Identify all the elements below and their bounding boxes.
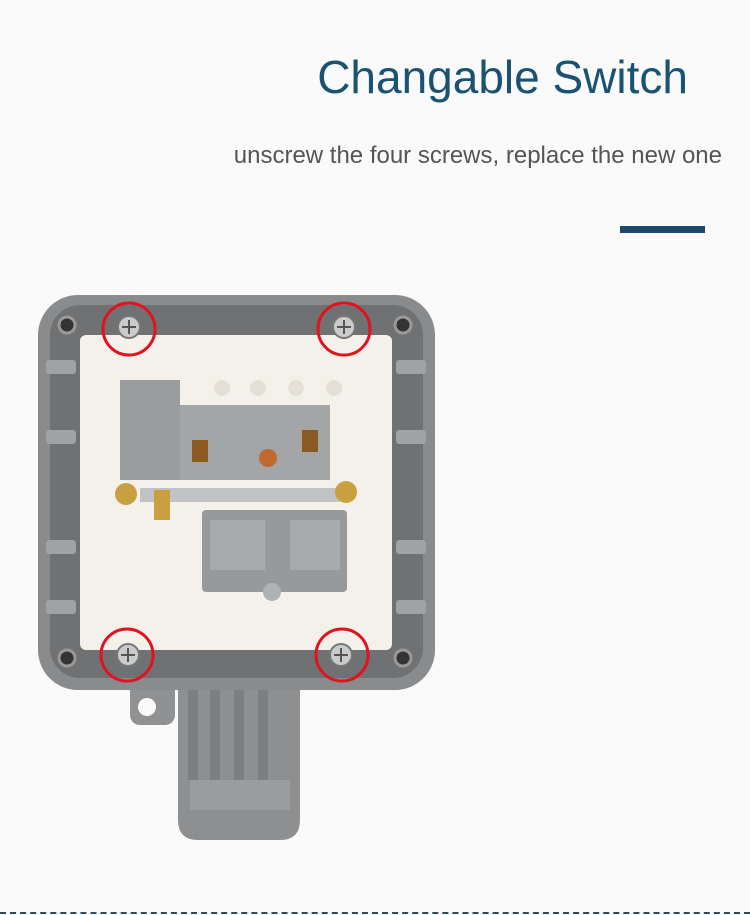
highlight-circle-top-right [316,301,372,357]
product-photo [38,295,435,840]
highlight-circle-bottom-left [99,627,155,683]
page-subtitle: unscrew the four screws, replace the new… [233,142,722,169]
highlight-circle-bottom-right [314,627,370,683]
switch-mechanism [115,380,357,601]
highlight-circle-top-left [101,301,157,357]
cover-hinge [130,660,300,840]
page-title: Changable Switch [317,51,688,103]
accent-bar [620,226,705,233]
dashed-divider [0,912,750,914]
